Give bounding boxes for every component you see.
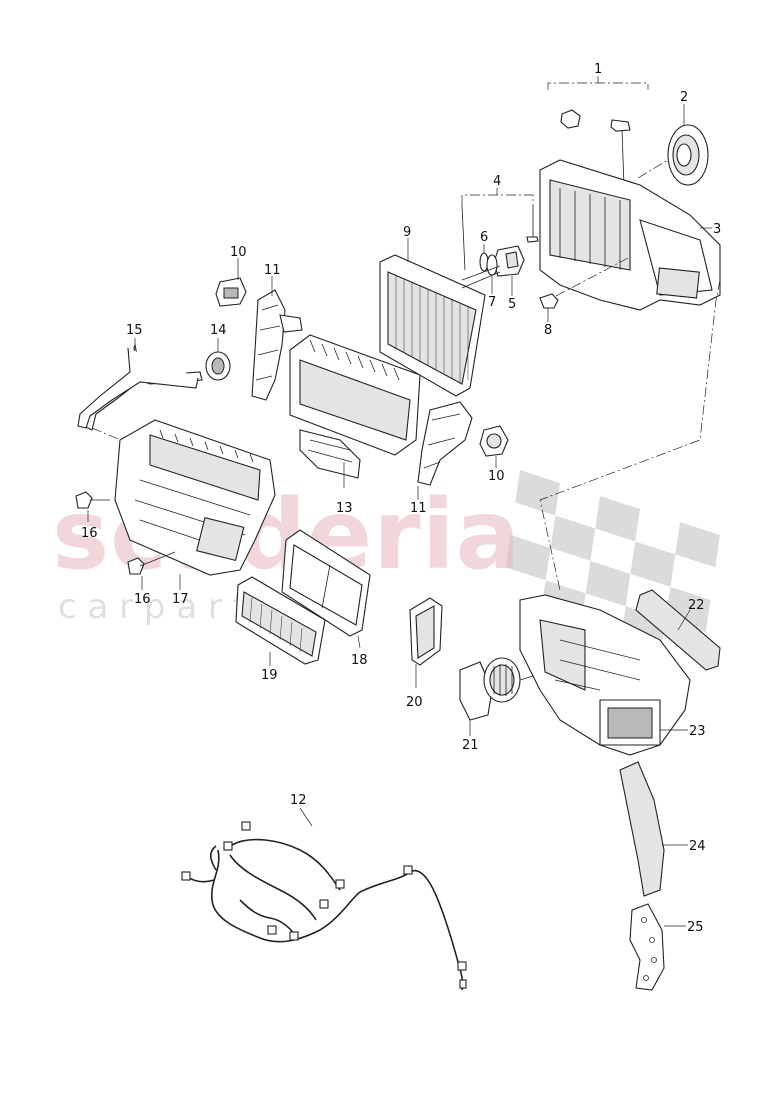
part-blower-housing-23[interactable] [519, 279, 721, 756]
part-clip-8[interactable] [539, 257, 629, 322]
callout-14: 14 [210, 323, 227, 338]
part-duct-24[interactable] [619, 761, 688, 897]
callout-24: 24 [689, 839, 706, 854]
part-group-4[interactable] [461, 188, 539, 271]
callout-20: 20 [406, 695, 423, 710]
callout-8: 8 [544, 323, 552, 338]
callout-11-lower: 11 [410, 501, 427, 516]
part-bracket-25[interactable] [629, 903, 686, 991]
callout-6: 6 [480, 230, 488, 245]
callout-10-lower: 10 [488, 469, 505, 484]
part-heater-box-17[interactable] [114, 419, 276, 590]
callout-2: 2 [680, 90, 688, 105]
callout-23: 23 [689, 724, 706, 739]
part-cabin-filter-19[interactable] [235, 576, 326, 666]
callout-16-upper: 16 [81, 526, 98, 541]
part-sensor-16-upper[interactable] [75, 491, 110, 522]
callout-22: 22 [688, 598, 705, 613]
part-servo-10-lower[interactable] [479, 425, 509, 468]
part-connector-10-upper[interactable] [215, 258, 247, 307]
part-sensor-16-lower[interactable] [127, 551, 176, 590]
part-gasket-7[interactable] [486, 254, 498, 294]
callout-12: 12 [290, 793, 307, 808]
part-grommet-14[interactable] [205, 338, 231, 381]
callout-labels: 1 2 3 4 5 6 7 8 9 10 10 11 11 12 13 14 1… [81, 62, 721, 935]
callout-25: 25 [687, 920, 704, 935]
part-heat-exchanger-9[interactable] [379, 238, 501, 397]
callout-10-upper: 10 [230, 245, 247, 260]
callout-16-lower: 16 [134, 592, 151, 607]
callout-5: 5 [508, 297, 516, 312]
part-bracket-11-right[interactable] [417, 401, 473, 500]
callout-7: 7 [488, 295, 496, 310]
part-actuator-5[interactable] [493, 245, 525, 296]
part-filter-insert-22[interactable] [635, 589, 721, 671]
callout-11-upper: 11 [264, 263, 281, 278]
part-seal-2[interactable] [637, 104, 709, 186]
part-blower-motor-21[interactable] [459, 657, 541, 736]
callout-15: 15 [126, 323, 143, 338]
part-upper-housing-3[interactable] [539, 159, 721, 311]
part-bracket-11-left[interactable] [251, 276, 303, 401]
part-wiring-harness-12[interactable] [181, 807, 467, 991]
callout-1: 1 [594, 62, 602, 77]
callout-18: 18 [351, 653, 368, 668]
callout-13: 13 [336, 501, 353, 516]
part-filter-frame-18[interactable] [281, 529, 371, 649]
callout-17: 17 [172, 592, 189, 607]
callout-4: 4 [493, 174, 501, 189]
callout-3: 3 [713, 222, 721, 237]
part-cover-20[interactable] [409, 597, 443, 688]
callout-9: 9 [403, 225, 411, 240]
part-clips-1[interactable] [547, 76, 649, 186]
part-flap-housing-13[interactable] [289, 334, 421, 488]
callout-21: 21 [462, 738, 479, 753]
callout-19: 19 [261, 668, 278, 683]
